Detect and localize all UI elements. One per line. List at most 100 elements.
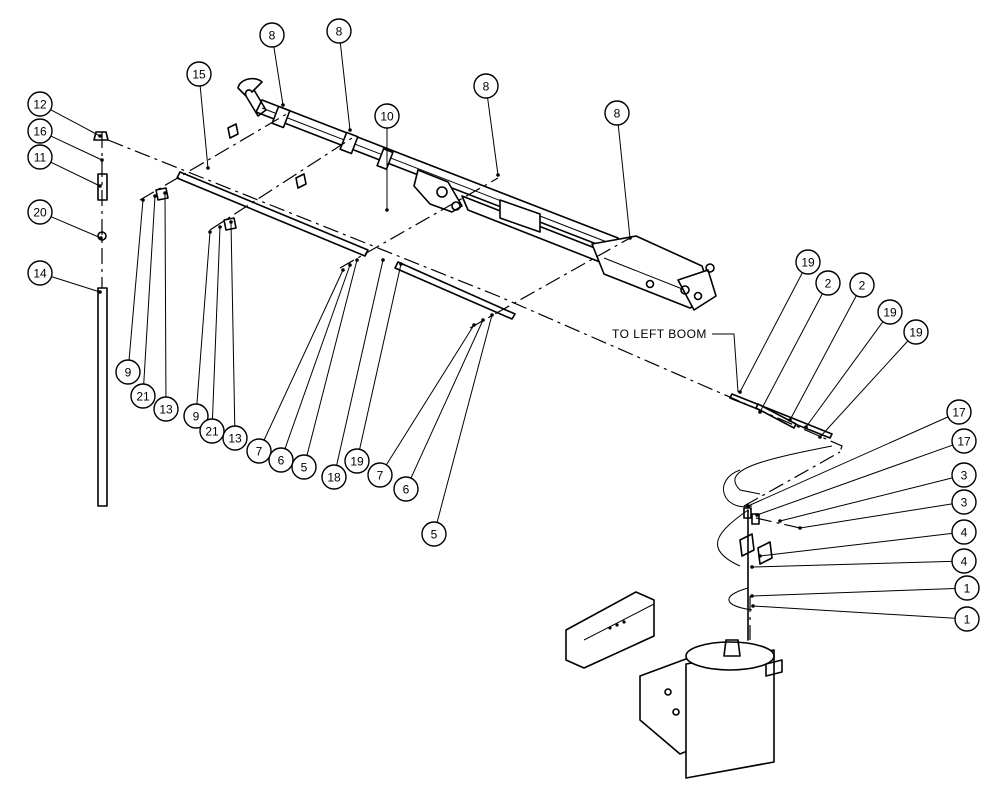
- rod-15: [176, 171, 369, 257]
- callout-circle: [421, 521, 447, 547]
- callout-number: 5: [301, 461, 308, 475]
- rods: [93, 131, 833, 507]
- callout-number: 8: [614, 107, 621, 121]
- spray-bar-dot-3: [622, 620, 626, 624]
- clip-13-b: [223, 217, 237, 231]
- leader-tip-3-32: [778, 519, 782, 523]
- leader-tip-10-5: [385, 208, 389, 212]
- spray-bar-dot-2: [615, 623, 619, 627]
- callout-8-1: 8: [326, 18, 352, 44]
- leader-tip-15-4: [206, 166, 210, 170]
- callout-14-10: 14: [27, 260, 53, 286]
- callout-11-8: 11: [27, 144, 53, 170]
- leader-tip-3-33: [798, 526, 802, 530]
- leader-2-26: [759, 293, 823, 413]
- clip-13-a: [155, 187, 169, 201]
- leader-16-7: [50, 135, 103, 161]
- callout-16-7: 16: [27, 118, 53, 144]
- callout-1-37: 1: [954, 606, 980, 632]
- motor-bracket-hole-2: [672, 708, 680, 716]
- callout-4-35: 4: [951, 548, 977, 574]
- callout-circle: [115, 359, 141, 385]
- callout-circle: [393, 476, 419, 502]
- callout-circle: [259, 22, 285, 48]
- boom-pivot-bolt: [451, 201, 461, 211]
- leader-tip-9-11: [141, 198, 145, 202]
- callout-3-33: 3: [951, 489, 977, 515]
- callout-circle: [291, 454, 317, 480]
- callout-number: 4: [961, 526, 968, 540]
- leader-tip-17-31: [755, 513, 759, 517]
- leader-5-19: [306, 259, 358, 456]
- centerline-main: [107, 139, 843, 453]
- leader-19-28: [805, 321, 884, 428]
- leader-17-30: [747, 416, 949, 507]
- callout-number: 19: [801, 256, 815, 270]
- callout-8-0: 8: [259, 22, 285, 48]
- clip-upper-2: [295, 173, 307, 189]
- boom-pivot-housing: [413, 169, 463, 213]
- callout-number: 17: [957, 435, 971, 449]
- callout-19-28: 19: [877, 299, 903, 325]
- leader-21-12: [143, 195, 156, 385]
- callout-circle: [321, 464, 347, 490]
- callout-number: 8: [336, 25, 343, 39]
- hose-loop-upper: [717, 509, 749, 567]
- centerline-pump: [743, 451, 841, 507]
- leader-tip-14-10: [98, 290, 102, 294]
- callout-12-6: 12: [27, 91, 53, 117]
- callout-number: 4: [961, 555, 968, 569]
- leader-3-32: [779, 477, 953, 522]
- leader-tip-9-14: [208, 230, 212, 234]
- leader-4-34: [759, 532, 953, 557]
- leader-tip-6-23: [481, 318, 485, 322]
- callout-number: 19: [909, 326, 923, 340]
- leader-tip-7-17: [341, 268, 345, 272]
- callout-number: 5: [431, 528, 438, 542]
- callout-1-36: 1: [954, 575, 980, 601]
- callout-17-31: 17: [951, 428, 977, 454]
- leader-21-15: [211, 226, 221, 420]
- callout-circle: [222, 425, 248, 451]
- callout-number: 15: [192, 68, 206, 82]
- leader-3-33: [799, 503, 953, 529]
- callout-number: 14: [33, 267, 47, 281]
- callout-8-3: 8: [604, 100, 630, 126]
- callout-number: 16: [33, 125, 47, 139]
- callout-21-12: 21: [130, 383, 156, 409]
- spray-bar-dot-1: [608, 626, 612, 630]
- boom-end-block-edge: [603, 257, 691, 293]
- callout-circle: [27, 91, 53, 117]
- hose-return: [734, 445, 833, 495]
- leader-tip-17-30: [746, 504, 750, 508]
- leader-12-6: [50, 109, 101, 137]
- callout-number: 1: [964, 582, 971, 596]
- leader-8-0: [273, 46, 284, 106]
- leader-19-25: [739, 272, 803, 393]
- callout-number: 13: [228, 432, 242, 446]
- boom-bracket-c: [376, 148, 394, 170]
- callout-number: 11: [34, 151, 47, 165]
- boom-bracket-b: [339, 131, 359, 155]
- leader-19-21: [359, 263, 402, 450]
- leader-tip-8-3: [628, 236, 632, 240]
- callout-5-19: 5: [291, 454, 317, 480]
- callout-18-20: 18: [321, 464, 347, 490]
- boom-pivot-pin: [436, 186, 448, 198]
- boom-actuator: [499, 199, 541, 233]
- leader-tip-1-36: [750, 594, 754, 598]
- callout-13-13: 13: [153, 396, 179, 422]
- leader-5-24: [436, 314, 493, 523]
- leader-tip-20-9: [99, 236, 103, 240]
- leader-1-37: [752, 605, 956, 619]
- boom-end-cap: [677, 269, 717, 311]
- callout-6-23: 6: [393, 476, 419, 502]
- leader-tip-13-13: [163, 191, 167, 195]
- leader-19-29: [819, 340, 909, 438]
- boom-tube: [255, 99, 619, 251]
- callout-circle: [954, 606, 980, 632]
- leader-9-11: [128, 199, 144, 361]
- leader-15-4: [199, 85, 209, 169]
